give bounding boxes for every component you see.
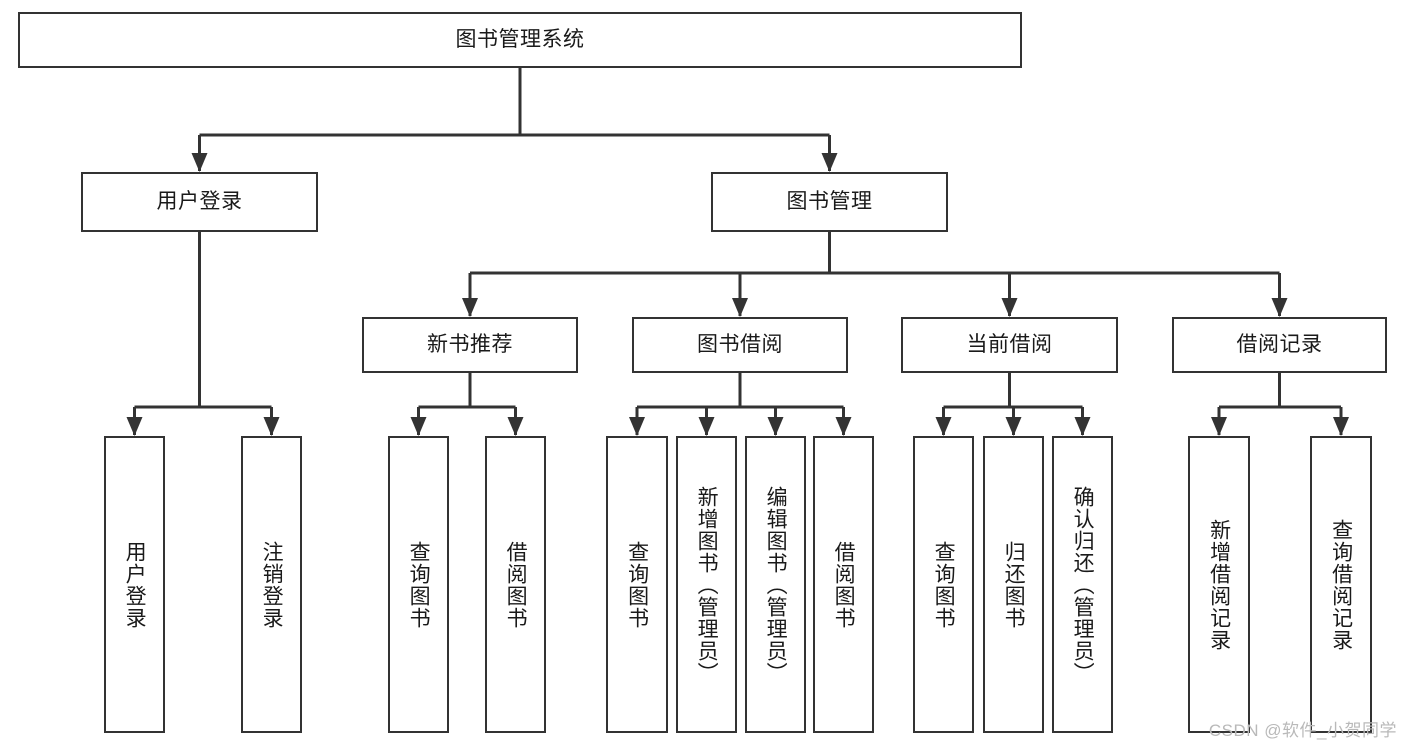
node-l1_0[interactable]: 用户登录	[81, 172, 318, 232]
arrowhead	[835, 417, 852, 436]
node-leaf_11[interactable]: 新增借阅记录	[1188, 436, 1250, 733]
arrowhead	[821, 153, 838, 172]
node-label: 确认归还（管理员）	[1071, 485, 1095, 684]
node-label: 查询图书	[407, 540, 431, 629]
arrowhead	[507, 417, 524, 436]
arrowhead	[767, 417, 784, 436]
node-leaf_7[interactable]: 借阅图书	[813, 436, 874, 733]
node-label: 查询借阅记录	[1329, 518, 1353, 651]
node-label: 查询图书	[625, 540, 649, 629]
node-leaf_9[interactable]: 归还图书	[983, 436, 1044, 733]
node-label: 借阅记录	[1236, 333, 1323, 357]
node-label: 用户登录	[156, 190, 243, 214]
arrowhead	[629, 417, 645, 436]
node-leaf_3[interactable]: 借阅图书	[485, 436, 546, 733]
node-leaf_2[interactable]: 查询图书	[388, 436, 449, 733]
node-label: 编辑图书（管理员）	[764, 485, 788, 684]
node-label: 用户登录	[123, 540, 147, 629]
node-label: 当前借阅	[966, 333, 1053, 357]
arrowhead	[1074, 417, 1091, 436]
node-leaf_6[interactable]: 编辑图书（管理员）	[745, 436, 806, 733]
node-label: 新书推荐	[427, 333, 513, 357]
node-label: 借阅图书	[832, 540, 856, 629]
arrowhead	[1271, 298, 1288, 317]
arrowhead	[935, 417, 952, 436]
node-l2_0[interactable]: 新书推荐	[362, 317, 578, 373]
node-leaf_1[interactable]: 注销登录	[241, 436, 302, 733]
node-root[interactable]: 图书管理系统	[18, 12, 1022, 68]
node-leaf_5[interactable]: 新增图书（管理员）	[676, 436, 737, 733]
node-label: 新增借阅记录	[1207, 518, 1231, 651]
arrowhead	[732, 298, 748, 317]
node-leaf_10[interactable]: 确认归还（管理员）	[1052, 436, 1113, 733]
node-l2_3[interactable]: 借阅记录	[1172, 317, 1387, 373]
node-label: 图书管理系统	[455, 28, 585, 52]
arrowhead	[462, 298, 478, 317]
arrowhead	[698, 417, 715, 436]
arrowhead	[1005, 417, 1022, 436]
node-leaf_12[interactable]: 查询借阅记录	[1310, 436, 1372, 733]
watermark-text: CSDN @软件_小贺同学	[1208, 721, 1397, 740]
node-label: 查询图书	[932, 540, 956, 629]
arrowhead	[263, 417, 280, 436]
node-label: 图书管理	[786, 190, 873, 214]
node-leaf_4[interactable]: 查询图书	[606, 436, 668, 733]
arrowhead	[1333, 417, 1349, 436]
arrowhead	[1211, 417, 1227, 436]
arrowhead	[126, 417, 143, 436]
node-label: 图书借阅	[697, 333, 783, 357]
arrowhead	[410, 417, 427, 436]
node-label: 注销登录	[260, 540, 284, 629]
node-leaf_8[interactable]: 查询图书	[913, 436, 974, 733]
node-leaf_0[interactable]: 用户登录	[104, 436, 165, 733]
node-label: 借阅图书	[504, 540, 528, 629]
arrowhead	[191, 153, 208, 172]
node-l2_1[interactable]: 图书借阅	[632, 317, 848, 373]
node-l2_2[interactable]: 当前借阅	[901, 317, 1118, 373]
node-l1_1[interactable]: 图书管理	[711, 172, 948, 232]
arrowhead	[1001, 298, 1018, 317]
node-label: 新增图书（管理员）	[695, 485, 719, 684]
node-label: 归还图书	[1002, 540, 1026, 629]
